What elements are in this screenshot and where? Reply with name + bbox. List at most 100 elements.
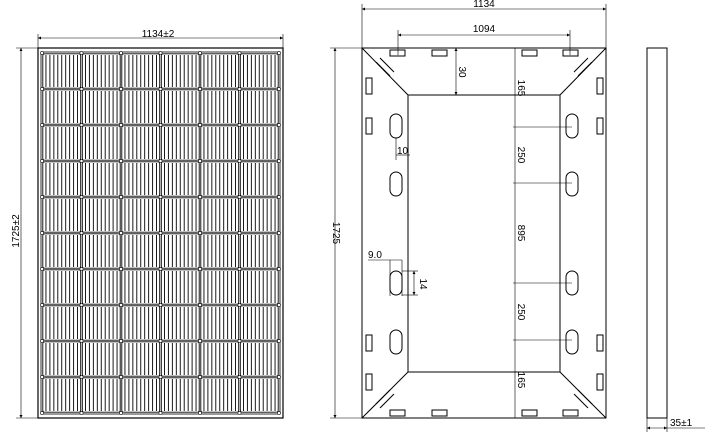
cell-junction [119, 123, 123, 127]
frame-tab [389, 49, 406, 57]
frame-tab [521, 49, 538, 57]
top-margin-label: 165 [515, 80, 526, 97]
cell-junction [40, 87, 44, 91]
cell-junction [79, 195, 84, 199]
cell-junction [198, 375, 202, 379]
cell-junction [40, 159, 44, 163]
side-profile [646, 47, 668, 419]
cell-junction [237, 195, 242, 199]
cell-junction [277, 51, 281, 55]
cell-junction [198, 303, 202, 307]
cell-junction [119, 375, 123, 379]
cell-junction [79, 411, 84, 415]
cell-junction [119, 195, 123, 199]
cell-junction [119, 411, 123, 415]
thickness-dimension: 35±1 [646, 418, 705, 432]
frame-tab [596, 77, 604, 95]
cell-junction [119, 87, 123, 91]
side-view: 35±1 [646, 47, 705, 432]
top-offset-label: 30 [456, 66, 467, 78]
solar-cell-grid [40, 51, 281, 415]
back-overall-height-dimension: 1725 [330, 47, 362, 419]
cell-junction [158, 123, 163, 127]
cell-junction [40, 339, 44, 343]
frame-bottom-tabs [389, 409, 579, 417]
mounting-slot [389, 171, 403, 197]
front-view: 1134±2 1725±2 [11, 29, 284, 419]
cell-junction [198, 195, 202, 199]
cell-junction [79, 375, 84, 379]
back-overall-width-dimension: 1134 [361, 0, 607, 48]
right-mounting-slots [565, 113, 579, 355]
cell-junction [119, 303, 123, 307]
cell-junction [158, 303, 163, 307]
frame-tab [562, 409, 579, 417]
frame-tab [365, 117, 373, 135]
cell-junction [198, 87, 202, 91]
bottom-margin-label: 165 [515, 372, 526, 389]
cell-junction [198, 267, 202, 271]
mounting-slot [389, 329, 403, 355]
front-height-label: 1725±2 [11, 214, 22, 248]
cell-junction [158, 195, 163, 199]
mounting-slot [565, 113, 579, 139]
back-overall-width-label: 1134 [473, 0, 495, 10]
cell-junction [40, 303, 44, 307]
cell-junction [237, 51, 242, 55]
frame-corner-brackets [375, 57, 593, 409]
spacing-upper-label: 250 [515, 147, 526, 164]
frame-tab [596, 373, 604, 391]
center-span-label: 895 [515, 225, 526, 242]
cell-junction [158, 411, 163, 415]
cell-junction [198, 231, 202, 235]
slot-detail-dimension: 9.0 14 [368, 250, 428, 296]
frame-tab [596, 117, 604, 135]
front-width-dimension: 1134±2 [37, 29, 284, 48]
cell-junction [79, 159, 84, 163]
frame-tab [521, 409, 538, 417]
hole-spacing-chain-dimension: 165 250 895 250 165 [511, 47, 572, 419]
back-frame-outer [361, 47, 607, 419]
frame-tab [562, 49, 579, 57]
cell-junction [237, 411, 242, 415]
cell-junction [158, 159, 163, 163]
cell-junction [237, 375, 242, 379]
frame-tab [389, 409, 406, 417]
frame-side-tabs [365, 77, 604, 391]
cell-junction [198, 159, 202, 163]
cell-junction [277, 123, 281, 127]
cell-junction [158, 375, 163, 379]
cell-junction [198, 411, 202, 415]
thickness-label: 35±1 [670, 418, 693, 429]
cell-junction [277, 159, 281, 163]
frame-tab [596, 334, 604, 352]
cell-junction [40, 51, 44, 55]
cell-junction [40, 195, 44, 199]
mounting-slot [565, 171, 579, 197]
cell-junction [277, 411, 281, 415]
cell-junction [277, 231, 281, 235]
slot-length-label: 14 [417, 278, 428, 290]
front-width-label: 1134±2 [142, 29, 175, 40]
cell-junction [79, 51, 84, 55]
frame-tab [365, 334, 373, 352]
cell-junction [277, 267, 281, 271]
frame-top-tabs [389, 49, 579, 57]
hole-span-dimension: 1094 [397, 24, 571, 55]
edge-offset-label: 10 [397, 146, 409, 157]
frame-tab [365, 373, 373, 391]
back-view: 1134 1094 1725 30 [330, 0, 607, 419]
cell-junction [79, 87, 84, 91]
back-overall-height-label: 1725 [330, 222, 341, 245]
frame-tab [365, 77, 373, 95]
mounting-slot [389, 270, 403, 296]
cell-junction [158, 339, 163, 343]
cell-junction [79, 303, 84, 307]
cell-junction [277, 87, 281, 91]
cell-junction [198, 51, 202, 55]
cell-junction [277, 339, 281, 343]
cell-junction [40, 267, 44, 271]
cell-junction [277, 375, 281, 379]
cell-junction [277, 195, 281, 199]
